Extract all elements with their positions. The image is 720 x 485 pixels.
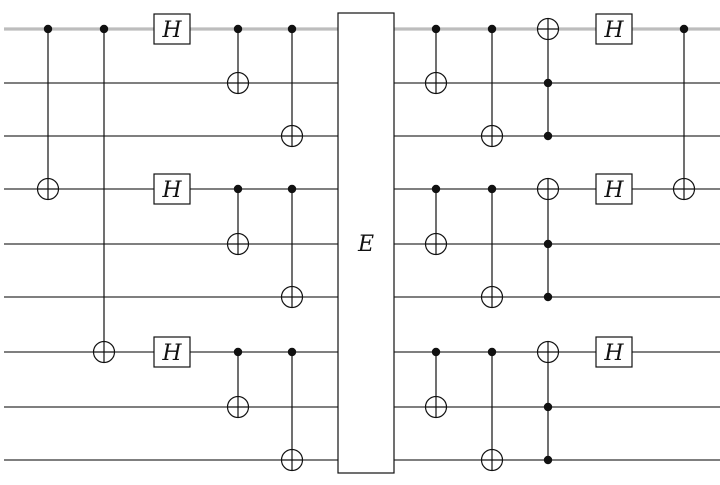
hadamard-label: H bbox=[603, 341, 624, 366]
cnot-gate bbox=[536, 177, 560, 302]
target-oplus-icon bbox=[480, 285, 504, 309]
control-dot bbox=[679, 24, 689, 34]
target-oplus-icon bbox=[424, 71, 448, 95]
control-dot bbox=[543, 292, 553, 302]
hadamard-gate: H bbox=[153, 173, 191, 205]
cnot-gate bbox=[424, 347, 448, 419]
hadamard-box bbox=[153, 336, 191, 368]
hadamard-box bbox=[153, 173, 191, 205]
control-dot bbox=[287, 184, 297, 194]
control-dot bbox=[543, 131, 553, 141]
target-oplus-icon bbox=[536, 340, 560, 364]
cnot-gate bbox=[424, 24, 448, 95]
hadamard-box bbox=[595, 13, 633, 45]
control-dot bbox=[99, 24, 109, 34]
target-oplus-icon bbox=[536, 177, 560, 201]
hadamard-gate: H bbox=[595, 13, 633, 45]
target-oplus-icon bbox=[480, 448, 504, 472]
cnot-gate bbox=[226, 347, 250, 419]
control-dot bbox=[487, 347, 497, 357]
control-dot bbox=[233, 347, 243, 357]
cnot-gate bbox=[672, 24, 696, 201]
target-oplus-icon bbox=[226, 232, 250, 256]
cnot-gate bbox=[536, 17, 560, 141]
target-oplus-icon bbox=[226, 71, 250, 95]
cnot-gate bbox=[480, 24, 504, 148]
control-dot bbox=[43, 24, 53, 34]
cnot-gate bbox=[424, 184, 448, 256]
target-oplus-icon bbox=[280, 124, 304, 148]
hadamard-label: H bbox=[161, 18, 182, 43]
control-dot bbox=[431, 347, 441, 357]
control-dot bbox=[431, 24, 441, 34]
target-oplus-icon bbox=[280, 448, 304, 472]
control-dot bbox=[487, 184, 497, 194]
cnot-gate bbox=[480, 347, 504, 472]
target-oplus-icon bbox=[536, 17, 560, 41]
control-dot bbox=[487, 24, 497, 34]
hadamard-box bbox=[595, 336, 633, 368]
control-dot bbox=[543, 455, 553, 465]
cnot-gate bbox=[226, 184, 250, 256]
target-oplus-icon bbox=[672, 177, 696, 201]
hadamard-label: H bbox=[603, 178, 624, 203]
hadamard-label: H bbox=[161, 178, 182, 203]
hadamard-box bbox=[595, 173, 633, 205]
hadamard-gate: H bbox=[153, 13, 191, 45]
circuit-gates: H H H H H H E bbox=[36, 12, 696, 474]
control-dot bbox=[543, 402, 553, 412]
cnot-gate bbox=[36, 24, 60, 201]
target-oplus-icon bbox=[424, 232, 448, 256]
cnot-gate bbox=[226, 24, 250, 95]
hadamard-label: H bbox=[603, 18, 624, 43]
hadamard-gate: H bbox=[595, 173, 633, 205]
cnot-gate bbox=[480, 184, 504, 309]
target-oplus-icon bbox=[92, 340, 116, 364]
hadamard-label: H bbox=[161, 341, 182, 366]
cnot-gate bbox=[280, 24, 304, 148]
control-dot bbox=[543, 239, 553, 249]
cnot-gate bbox=[280, 184, 304, 309]
target-oplus-icon bbox=[36, 177, 60, 201]
cnot-gate bbox=[280, 347, 304, 472]
error-box bbox=[337, 12, 395, 474]
control-dot bbox=[543, 78, 553, 88]
error-gate: E bbox=[337, 12, 395, 474]
error-label: E bbox=[357, 232, 374, 257]
hadamard-gate: H bbox=[153, 336, 191, 368]
target-oplus-icon bbox=[280, 285, 304, 309]
control-dot bbox=[431, 184, 441, 194]
target-oplus-icon bbox=[480, 124, 504, 148]
cnot-gate bbox=[92, 24, 116, 364]
target-oplus-icon bbox=[424, 395, 448, 419]
control-dot bbox=[233, 184, 243, 194]
cnot-gate bbox=[536, 340, 560, 465]
hadamard-gate: H bbox=[595, 336, 633, 368]
control-dot bbox=[233, 24, 243, 34]
control-dot bbox=[287, 24, 297, 34]
control-dot bbox=[287, 347, 297, 357]
hadamard-box bbox=[153, 13, 191, 45]
target-oplus-icon bbox=[226, 395, 250, 419]
